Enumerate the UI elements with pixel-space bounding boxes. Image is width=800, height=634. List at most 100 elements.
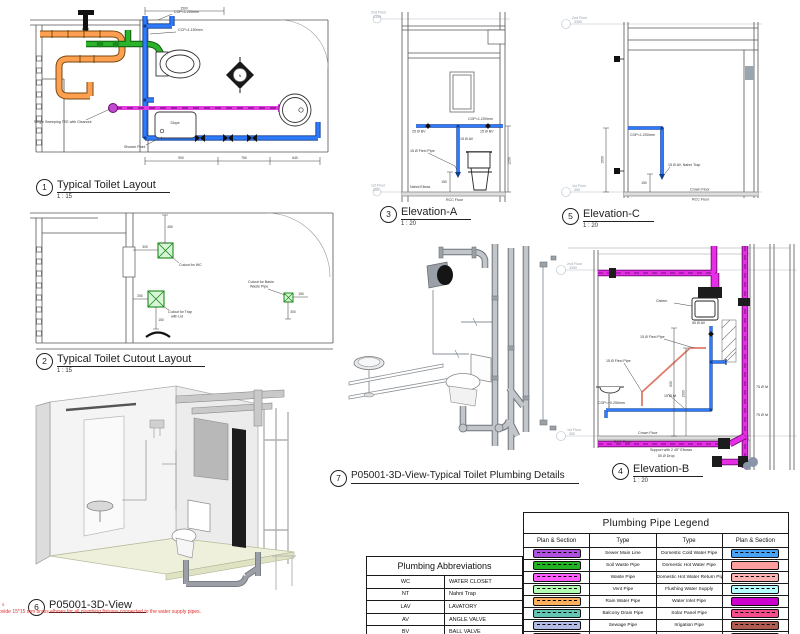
svg-text:350: 350 (569, 432, 575, 436)
svg-text:3350: 3350 (569, 266, 577, 270)
cutout-wc: Cutout for WC (157, 242, 202, 267)
svg-text:1st Floor: 1st Floor (371, 184, 386, 188)
toilet-wc-plan (155, 49, 201, 79)
bench (272, 555, 296, 590)
svg-text:75 Ø lvl: 75 Ø lvl (756, 413, 768, 417)
svg-text:150: 150 (158, 318, 164, 322)
legend-type-cell: Sewer Main Line (589, 547, 657, 560)
view-elevation-b: 2nd Floor 3350 1st Floor 350 (556, 244, 797, 470)
flushing-water-pipe-blue (604, 326, 727, 418)
view-typical-toilet-cutout-layout: Cutout for WC Cutout for Trap with Lid C… (30, 212, 334, 350)
pipe-stacks (438, 244, 557, 450)
view3-number: 3 (380, 206, 397, 223)
window (449, 71, 475, 113)
view1-scale: 1 : 15 (57, 194, 73, 200)
svg-text:350: 350 (574, 188, 580, 192)
abbreviation-value: ANGLE VALVE (444, 612, 523, 627)
view-3d-plumbing-details (348, 244, 557, 450)
abbreviation-key: AV (366, 612, 445, 627)
svg-text:350: 350 (373, 188, 379, 192)
shaft-panel (193, 417, 229, 481)
view-elevation-c: 2nd Floor 3350 1st Floor 350 1500 150 CO… (561, 16, 762, 202)
view6-title: 6 P05001-3D-View (28, 598, 146, 616)
pipe-swatch (532, 585, 581, 594)
abbreviation-key: NT (366, 587, 445, 602)
svg-text:RCC Floor: RCC Floor (692, 198, 710, 202)
legend-swatch-cell (721, 583, 790, 596)
legend-swatch-cell (721, 547, 790, 560)
svg-text:1500: 1500 (180, 7, 188, 11)
legend-header-3: Plan & Section (721, 533, 790, 548)
svg-text:COP=1.200mm: COP=1.200mm (630, 133, 655, 137)
svg-text:1st Floor: 1st Floor (567, 428, 582, 432)
legend-type-cell: Soil Waste Pipe (589, 559, 657, 572)
legend-swatch-cell (522, 607, 591, 620)
threshold-arc (145, 331, 171, 338)
svg-text:Cutout for Trap: Cutout for Trap (168, 310, 192, 314)
annotations: Cistern 15 Ø Flexi Pipe 15 Ø Flexi Pipe … (598, 299, 768, 458)
pipe-swatch (731, 597, 780, 606)
legend-type-cell: Irrigation Pipe (655, 619, 723, 632)
legend-swatch-cell (522, 559, 591, 572)
view5-scale: 1 : 20 (583, 223, 599, 229)
svg-text:15 Ø lvl: 15 Ø lvl (664, 394, 676, 398)
view1-title-text: Typical Toilet Layout (57, 178, 170, 193)
svg-text:900: 900 (178, 156, 184, 160)
north-arrow: N (226, 57, 254, 93)
view7-title: 7 P05001-3D-View-Typical Toilet Plumbing… (330, 469, 579, 487)
rain-water-pipe-orange (40, 30, 126, 100)
walls (401, 12, 506, 202)
wash-basin-3d (353, 356, 385, 398)
pipe-swatch (731, 585, 780, 594)
toilet-3d (445, 353, 492, 407)
legend-swatch-cell (522, 583, 591, 596)
view5-number: 5 (562, 208, 579, 225)
toilet-3d (171, 499, 211, 559)
shower-head (149, 419, 165, 438)
legend-swatch-cell (721, 595, 790, 608)
view4-title: 4 Elevation-B 1 : 20 (612, 462, 704, 484)
svg-text:2nd Floor: 2nd Floor (572, 16, 588, 20)
svg-text:1500: 1500 (682, 390, 686, 398)
legend-type-cell: Domestic Cold Water Pipe (655, 547, 723, 560)
svg-text:Shower Point: Shower Point (124, 145, 145, 149)
pipe-swatch (532, 597, 581, 606)
cutout-trap: Cutout for Trap with Lid (147, 290, 192, 319)
floor (402, 191, 505, 197)
svg-text:CCP=1.150mm: CCP=1.150mm (178, 28, 203, 32)
annotations: COP=1.200mm 25 Ø BV 15 Ø BV 15 Ø AV 15 Ø… (410, 117, 494, 202)
legend-header-2: Type (655, 533, 723, 548)
cistern (691, 297, 719, 321)
view-typical-toilet-layout: Slope N 1500 900 750 640 COP=1.200mm CCP… (30, 7, 329, 165)
underfloor-pipes (183, 552, 261, 587)
cold-water-pipe-blue (142, 16, 321, 142)
view4-title-text: Elevation-B (633, 462, 704, 477)
shower-tray: Slope (154, 111, 197, 139)
ceiling-pipes (175, 389, 285, 427)
svg-text:RCC Floor: RCC Floor (446, 198, 464, 202)
waste-pipe-magenta (108, 103, 288, 113)
concealed-cistern (426, 261, 453, 289)
legend-type-cell: Solar Panel Pipe (655, 607, 723, 620)
svg-text:Cutout for WC: Cutout for WC (179, 263, 202, 267)
abbreviation-key: LAV (366, 600, 445, 614)
cold-water-pipe-blue (628, 126, 665, 180)
svg-text:Waste Pipe: Waste Pipe (250, 285, 268, 289)
svg-text:150: 150 (641, 181, 647, 185)
legend-header-0: Plan & Section (522, 533, 591, 548)
pipe-swatch (731, 573, 780, 582)
svg-text:1500: 1500 (601, 156, 605, 164)
view1-number: 1 (36, 179, 53, 196)
svg-text:150: 150 (441, 180, 447, 184)
legend-type-cell: Domestic Hot Water Return Pipe (655, 571, 723, 584)
svg-text:150: 150 (298, 292, 304, 296)
svg-text:COP=1.200mm: COP=1.200mm (174, 10, 199, 14)
wall-anchor-squares (36, 55, 42, 146)
